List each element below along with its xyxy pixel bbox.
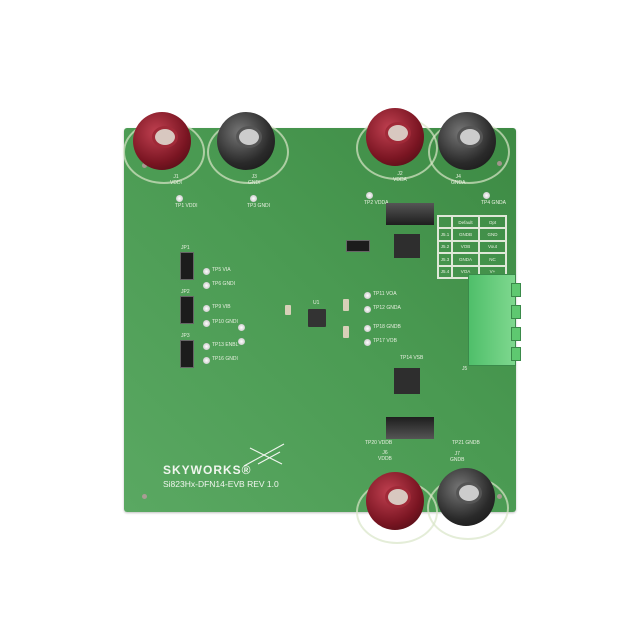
table-cell: J5.1 [438, 228, 452, 241]
skyworks-logo-mark [243, 443, 285, 467]
test-point [238, 324, 245, 331]
table-header: Opt [479, 216, 506, 229]
label-tp: TP1 VDDI [175, 203, 198, 209]
test-point [250, 195, 257, 202]
capacitor [343, 299, 349, 311]
test-point [176, 195, 183, 202]
label-tp: TP4 GNDA [481, 200, 507, 206]
test-point [364, 325, 371, 332]
label-tp: TP6 GNDI [212, 281, 236, 287]
label-tp: TP17 VOB [373, 338, 397, 344]
test-point [238, 338, 245, 345]
label-tp: TP2 VDDA [364, 200, 389, 206]
jumper-config-table: Default Opt J5.1 GNDB GND J5.2 VOB Vout … [437, 215, 507, 279]
binding-post-j6[interactable] [356, 472, 438, 544]
label-tp: TP18 GNDB [373, 324, 401, 330]
test-point [366, 192, 373, 199]
label-tp: TP14 VSB [400, 355, 424, 361]
label-tp: TP12 GNDA [373, 305, 401, 311]
table-cell: J5.4 [438, 265, 452, 278]
table-cell: GND [479, 228, 506, 241]
test-point [364, 292, 371, 299]
regulator-u3 [394, 234, 420, 258]
mounting-hole [142, 494, 147, 499]
table-cell: VOB [452, 240, 479, 254]
capacitor [285, 305, 291, 315]
label-j5: J5 [462, 366, 468, 372]
binding-post-j1[interactable] [123, 112, 205, 184]
binding-post-j2[interactable] [356, 108, 438, 180]
terminal-block-j5[interactable] [468, 274, 521, 366]
test-point [364, 306, 371, 313]
label-tp: TP21 GNDB [452, 440, 480, 446]
label-tp: TP13 ENBL [212, 342, 239, 348]
label-tp: TP5 VIA [212, 267, 231, 273]
test-point [203, 305, 210, 312]
table-header [438, 216, 452, 229]
test-point [203, 268, 210, 275]
label-u1: U1 [313, 300, 320, 306]
label-tp: TP10 GNDI [212, 319, 238, 325]
test-point [203, 343, 210, 350]
table-cell: GNDB [452, 228, 479, 241]
skyworks-logo: SKYWORKS® [163, 463, 252, 477]
label-jp1: JP1 [181, 245, 190, 251]
table-cell: J5.2 [438, 240, 452, 254]
table-cell: VOA [452, 265, 479, 278]
test-point [203, 357, 210, 364]
jumper[interactable] [346, 240, 370, 252]
regulator-u4 [386, 203, 434, 225]
test-point [364, 339, 371, 346]
chip-u1 [308, 309, 326, 327]
table-cell: NC [479, 253, 506, 266]
table-cell: J5.3 [438, 253, 452, 266]
regulator-u2 [386, 417, 434, 439]
binding-post-j7[interactable] [427, 468, 509, 540]
jumper-jp1[interactable] [180, 252, 194, 280]
label-tp: TP3 GNDI [247, 203, 271, 209]
label-tp: TP16 GNDI [212, 356, 238, 362]
binding-post-j3[interactable] [207, 112, 289, 184]
table-cell: GNDA [452, 253, 479, 266]
label-tp: TP11 VOA [373, 291, 397, 297]
label-tp: TP9 VIB [212, 304, 231, 310]
jumper-jp2[interactable] [180, 296, 194, 324]
table-header: Default [452, 216, 479, 229]
board-revision: Si823Hx-DFN14-EVB REV 1.0 [163, 479, 279, 489]
regulator-u5 [394, 368, 420, 394]
label-jp2: JP2 [181, 289, 190, 295]
test-point [203, 282, 210, 289]
capacitor [343, 326, 349, 338]
jumper-jp3[interactable] [180, 340, 194, 368]
table-cell: Vout [479, 240, 506, 254]
label-jp3: JP3 [181, 333, 190, 339]
test-point [483, 192, 490, 199]
binding-post-j4[interactable] [428, 112, 510, 184]
label-tp: TP20 VDDB [365, 440, 393, 446]
test-point [203, 320, 210, 327]
